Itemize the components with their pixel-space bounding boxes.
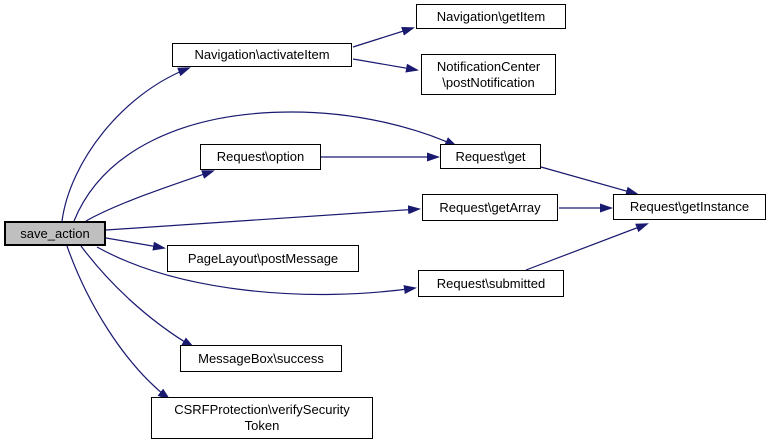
node-label-line: NotificationCenter (436, 58, 541, 74)
node-label-line: MessageBox\success (198, 350, 324, 366)
node-label-line: Request\submitted (436, 275, 546, 291)
node-label-line: Request\option (216, 149, 305, 165)
node-request-getinstance[interactable]: Request\getInstance (613, 194, 766, 220)
node-label-line: Navigation\activateItem (194, 47, 330, 63)
node-request-get[interactable]: Request\get (440, 144, 541, 169)
edge-navigation-activateitem-to-navigation-getitem (352, 27, 415, 48)
edge-save-action-to-request-option (85, 170, 215, 222)
edge-save-action-to-csrfprotection-verifysecuritytoken (66, 245, 171, 401)
node-navigation-getitem[interactable]: Navigation\getItem (416, 4, 566, 29)
edge-save-action-to-messagebox-success (80, 245, 195, 349)
node-navigation-activateitem[interactable]: Navigation\activateItem (172, 43, 352, 67)
node-label-line: Request\get (455, 148, 526, 164)
node-label-line: save_action (20, 225, 90, 241)
edge-save-action-to-request-submitted (96, 246, 417, 296)
edge-save-action-to-navigation-activateitem (61, 67, 191, 222)
node-save-action[interactable]: save_action (4, 221, 106, 246)
edge-save-action-to-request-getarray (105, 205, 421, 231)
node-messagebox-success[interactable]: MessageBox\success (180, 345, 342, 372)
node-label-line: Request\getInstance (629, 199, 750, 215)
edge-request-submitted-to-request-getinstance (525, 223, 649, 271)
node-label-line: PageLayout\postMessage (187, 250, 339, 266)
edge-group (61, 27, 649, 401)
node-request-option[interactable]: Request\option (200, 144, 321, 170)
node-label-line: Navigation\getItem (436, 8, 546, 24)
node-request-getarray[interactable]: Request\getArray (422, 194, 558, 221)
edge-request-get-to-request-getinstance (540, 166, 639, 196)
node-label-line: \postNotification (442, 74, 535, 90)
node-pagelayout-postmessage[interactable]: PageLayout\postMessage (167, 245, 359, 272)
node-label-line: Token (244, 418, 280, 433)
node-notificationcenter-postnotification[interactable]: NotificationCenter\postNotification (421, 54, 556, 95)
edge-navigation-activateitem-to-notificationcenter-postnotification (352, 58, 419, 73)
node-request-submitted[interactable]: Request\submitted (418, 270, 564, 297)
edge-save-action-to-request-get (73, 111, 458, 222)
edge-save-action-to-pagelayout-postmessage (105, 237, 166, 251)
node-label-line: Request\getArray (439, 199, 541, 215)
node-label-line: CSRFProtection\verifySecurity (174, 402, 350, 418)
